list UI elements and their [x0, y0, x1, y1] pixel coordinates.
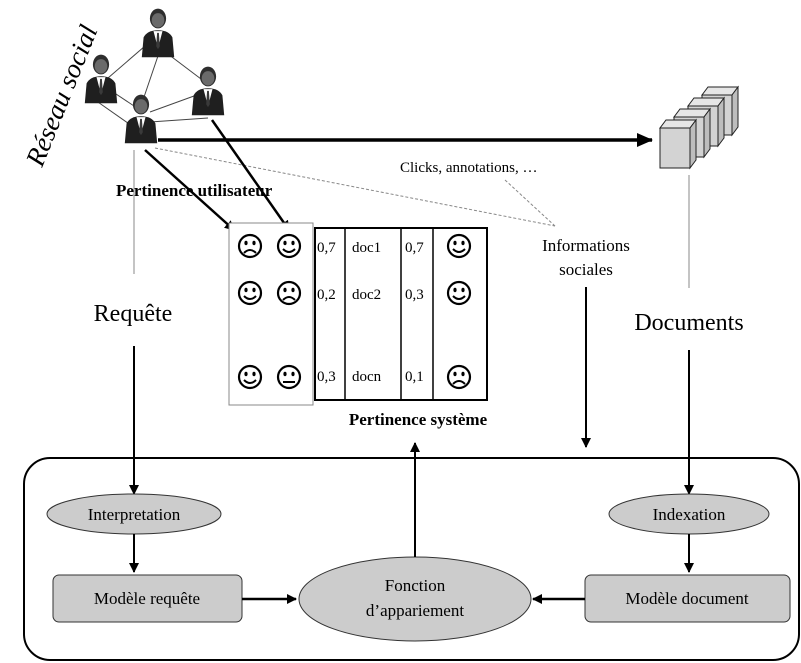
row1-doc: doc1 [352, 240, 381, 256]
query-label: Requête [94, 301, 173, 327]
smile-face-icon [446, 280, 472, 306]
system-relevance-label: Pertinence système [349, 410, 488, 429]
dotted-links [154, 147, 556, 227]
person-icon [141, 8, 175, 58]
sad-face-icon [446, 364, 472, 390]
user-relevance-label: Pertinence utilisateur [116, 181, 273, 200]
user-faces [237, 233, 302, 390]
relevance-table: 0,7 doc1 0,7 0,2 doc2 0,3 0,3 docn 0,1 [314, 227, 488, 401]
matching-node: Fonction d’appariement [298, 556, 532, 642]
ir-system-box [23, 457, 800, 661]
query-model-label: Modèle requête [94, 589, 200, 608]
row2-score: 0,2 [317, 287, 336, 303]
documents-label: Documents [634, 310, 743, 336]
smile-face-icon [237, 280, 263, 306]
sad-face-icon [237, 233, 263, 259]
indexing-node: Indexation [608, 493, 770, 535]
doc-model-node: Modèle document [584, 574, 791, 623]
smile-face-icon [446, 233, 472, 259]
sad-face-icon [276, 280, 302, 306]
social-info-caption: Clicks, annotations, … [400, 160, 538, 176]
documents-stack-icon [659, 85, 739, 170]
query-model-node: Modèle requête [52, 574, 243, 623]
neutral-face-icon [276, 364, 302, 390]
result-faces [446, 233, 472, 390]
row2-social: 0,3 [405, 287, 424, 303]
matching-label-line2: d’appariement [366, 601, 464, 620]
interpretation-label: Interpretation [88, 505, 181, 524]
indexing-label: Indexation [653, 505, 726, 524]
person-icon [191, 66, 225, 116]
user-arrow-1 [144, 149, 235, 231]
person-icon [124, 94, 158, 144]
doc-model-label: Modèle document [625, 589, 748, 608]
smile-face-icon [237, 364, 263, 390]
row3-social: 0,1 [405, 369, 424, 385]
social-info-label-line1: Informations [542, 236, 630, 255]
row3-score: 0,3 [317, 369, 336, 385]
social-network: Réseau social [19, 8, 225, 171]
smile-face-icon [276, 233, 302, 259]
interpretation-node: Interpretation [46, 493, 222, 535]
row1-social: 0,7 [405, 240, 424, 256]
row1-score: 0,7 [317, 240, 336, 256]
row3-doc: docn [352, 369, 382, 385]
user-arrow-2 [210, 119, 291, 231]
matching-label-line1: Fonction [385, 576, 446, 595]
row2-doc: doc2 [352, 287, 381, 303]
social-info-label-line2: sociales [559, 260, 613, 279]
